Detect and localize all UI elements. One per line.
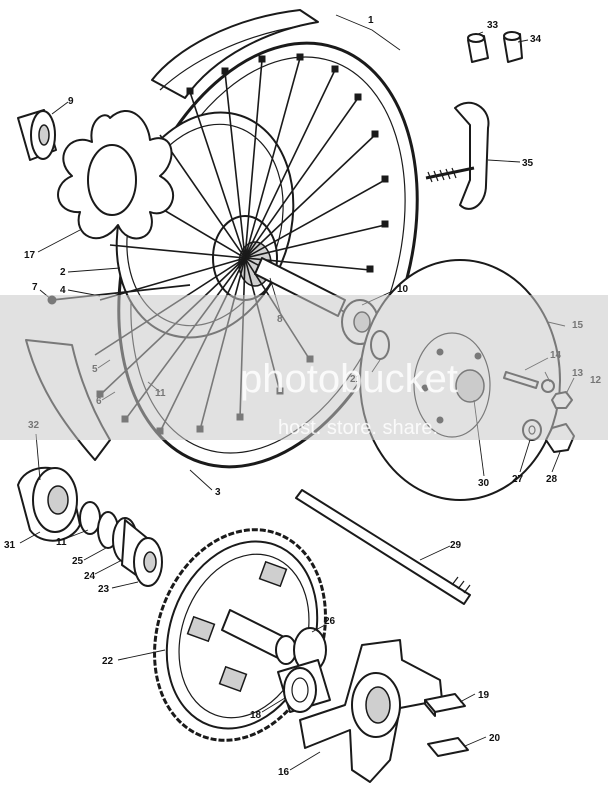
rear-axle [295,489,471,605]
callout-30: 30 [478,478,490,489]
callout-27: 27 [512,474,524,485]
callout-3: 3 [215,487,221,498]
callout-25: 25 [72,556,84,567]
callout-11b: 11 [56,537,67,548]
callout-7: 7 [32,282,38,293]
callout-28: 28 [546,474,558,485]
bearing-9 [17,109,57,161]
tommy-bar [425,101,490,210]
watermark-brand: photobucket [240,357,458,401]
callout-19: 19 [478,690,490,701]
callout-31: 31 [4,540,16,551]
callout-10: 10 [397,284,409,295]
callout-34: 34 [530,34,542,45]
callout-23: 23 [98,584,110,595]
spacer-11 [79,501,101,535]
callout-22: 22 [102,656,114,667]
callout-16: 16 [278,767,290,778]
left-bearing-stack [17,466,163,587]
callout-24: 24 [84,571,96,582]
callout-29: 29 [450,540,462,551]
tyre-section-top [151,9,319,99]
callout-20: 20 [489,733,501,744]
callout-26: 26 [324,616,336,627]
callout-4: 4 [60,285,66,296]
callout-17: 17 [24,250,36,261]
watermark-tagline: host. store. share. [278,417,438,439]
callout-33: 33 [487,20,499,31]
rubber-blocks [424,693,469,757]
bearing-18 [277,659,331,713]
callout-9: 9 [68,96,74,107]
callout-1: 1 [368,15,374,26]
callout-18: 18 [250,710,262,721]
cush-drive-hub [299,639,443,783]
photobucket-watermark: photobucket host. store. share. [0,295,608,440]
callout-35: 35 [522,158,534,169]
callout-2: 2 [60,267,66,278]
cap-nuts [467,31,523,63]
